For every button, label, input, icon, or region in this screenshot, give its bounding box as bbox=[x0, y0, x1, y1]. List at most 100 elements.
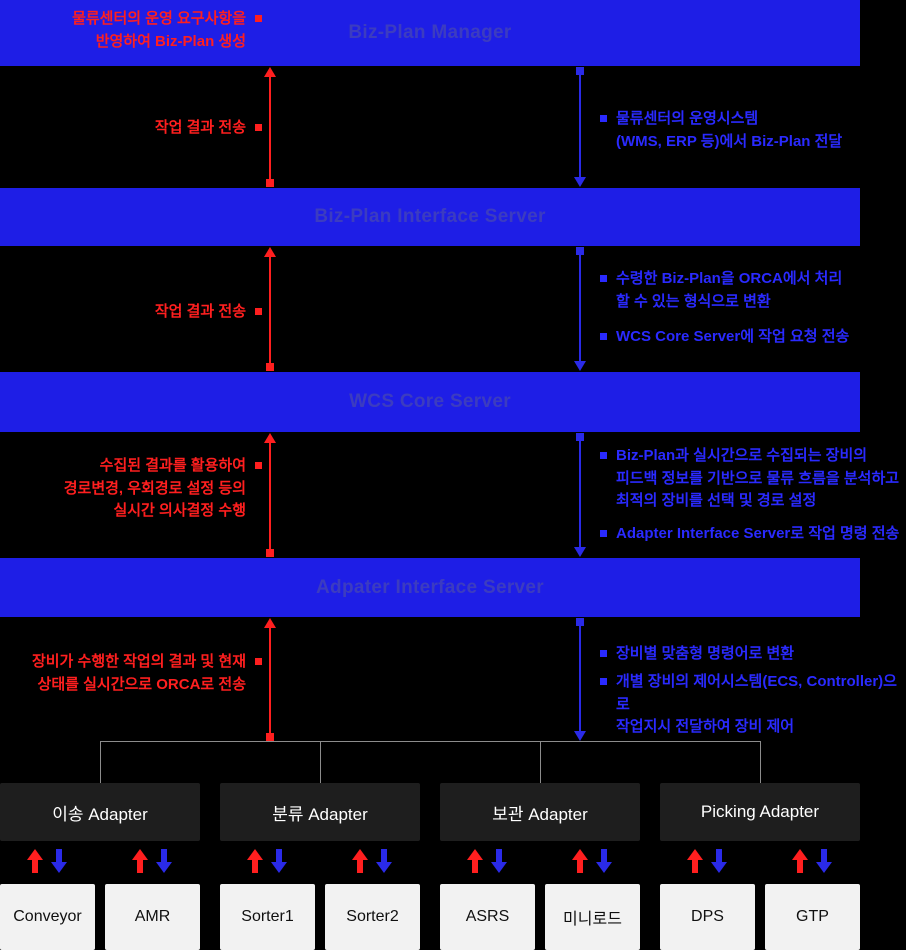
arrowhead-up-icon bbox=[247, 849, 263, 860]
arrowhead-down-icon bbox=[711, 862, 727, 873]
up-arrow-miniload bbox=[572, 849, 588, 873]
note-send-results-2: 작업 결과 전송 bbox=[155, 301, 262, 324]
arrow-shaft bbox=[269, 77, 271, 179]
arrow-tail-square bbox=[266, 179, 274, 187]
device-box-conveyor: Conveyor bbox=[0, 884, 95, 950]
note-realtime-decision: 수집된 결과를 활용하여 경로변경, 우회경로 설정 등의 실시간 의사결정 수… bbox=[64, 455, 262, 523]
device-box-amr: AMR bbox=[105, 884, 200, 950]
device-box-miniload: 미니로드 bbox=[545, 884, 640, 950]
bullet-icon bbox=[255, 308, 262, 315]
adapter-box-sorting: 분류 Adapter bbox=[220, 783, 420, 841]
arrowhead-up-icon bbox=[687, 849, 703, 860]
note-device-status: 장비가 수행한 작업의 결과 및 현재 상태를 실시간으로 ORCA로 전송 bbox=[32, 651, 262, 696]
arrowhead-up-icon bbox=[264, 618, 276, 628]
note-text: 장비별 맞춤형 명령어로 변환 bbox=[616, 645, 795, 662]
layer-bar-biz-plan-interface-server: Biz-Plan Interface Server bbox=[0, 188, 860, 246]
device-label: Conveyor bbox=[13, 908, 82, 925]
layer-title: Biz-Plan Interface Server bbox=[314, 206, 546, 227]
arrow-tail-square bbox=[576, 247, 584, 255]
device-label: 미니로드 bbox=[563, 911, 622, 928]
down-arrow-plan-1 bbox=[574, 67, 586, 187]
device-box-dps: DPS bbox=[660, 884, 755, 950]
arrow-shaft bbox=[269, 257, 271, 363]
arrow-tail-square bbox=[266, 733, 274, 741]
arrowhead-down-icon bbox=[491, 862, 507, 873]
note-text: 물류센터의 운영 요구사항을 반영하여 Biz-Plan 생성 bbox=[72, 10, 246, 50]
bullet-icon bbox=[255, 124, 262, 131]
connector-stub-picking bbox=[760, 741, 761, 783]
bullet-icon bbox=[600, 530, 607, 537]
adapter-label: 보관 Adapter bbox=[492, 804, 588, 824]
adapter-box-picking: Picking Adapter bbox=[660, 783, 860, 841]
layer-title: Adpater Interface Server bbox=[316, 576, 544, 598]
arrow-shaft bbox=[161, 849, 167, 862]
note-biz-plan-create: 물류센터의 운영 요구사항을 반영하여 Biz-Plan 생성 bbox=[72, 8, 262, 53]
arrow-shaft bbox=[797, 860, 803, 873]
down-arrow-command-3 bbox=[574, 433, 586, 557]
adapter-box-storage: 보관 Adapter bbox=[440, 783, 640, 841]
up-arrow-results-2 bbox=[264, 247, 276, 371]
arrowhead-up-icon bbox=[572, 849, 588, 860]
bullet-icon bbox=[600, 115, 607, 122]
arrowhead-up-icon bbox=[264, 247, 276, 257]
bullet-icon bbox=[600, 275, 607, 282]
down-arrow-sorter2 bbox=[376, 849, 392, 873]
connector-stub-transfer bbox=[100, 741, 101, 783]
up-arrow-asrs bbox=[467, 849, 483, 873]
down-arrow-sorter1 bbox=[271, 849, 287, 873]
arrowhead-down-icon bbox=[574, 547, 586, 557]
down-arrow-dps bbox=[711, 849, 727, 873]
note-send-work-request: WCS Core Server에 작업 요청 전송 bbox=[600, 326, 849, 349]
bullet-icon bbox=[255, 15, 262, 22]
adapter-label: Picking Adapter bbox=[700, 802, 820, 821]
connector-horizontal-line bbox=[100, 741, 760, 742]
arrow-shaft bbox=[601, 849, 607, 862]
arrowhead-up-icon bbox=[352, 849, 368, 860]
arrow-shaft bbox=[269, 443, 271, 549]
arrow-tail-square bbox=[576, 67, 584, 75]
note-text: 작업 결과 전송 bbox=[154, 303, 246, 320]
up-arrow-conveyor bbox=[27, 849, 43, 873]
arrow-shaft bbox=[32, 860, 38, 873]
down-arrow-miniload bbox=[596, 849, 612, 873]
bullet-icon bbox=[600, 333, 607, 340]
arrow-tail-square bbox=[266, 549, 274, 557]
arrowhead-down-icon bbox=[816, 862, 832, 873]
arrow-shaft bbox=[269, 628, 271, 733]
up-arrow-results-1 bbox=[264, 67, 276, 187]
arrow-tail-square bbox=[266, 363, 274, 371]
device-label: DPS bbox=[691, 908, 724, 925]
layer-bar-wcs-core-server: WCS Core Server bbox=[0, 372, 860, 432]
arrowhead-down-icon bbox=[574, 177, 586, 187]
arrow-shaft bbox=[716, 849, 722, 862]
bullet-icon bbox=[255, 462, 262, 469]
up-arrow-sorter1 bbox=[247, 849, 263, 873]
adapter-label: 분류 Adapter bbox=[272, 804, 368, 824]
arrow-shaft bbox=[577, 860, 583, 873]
down-arrow-asrs bbox=[491, 849, 507, 873]
arrowhead-down-icon bbox=[271, 862, 287, 873]
arrowhead-up-icon bbox=[27, 849, 43, 860]
down-arrow-gtp bbox=[816, 849, 832, 873]
up-arrow-results-3 bbox=[264, 433, 276, 557]
arrow-shaft bbox=[579, 441, 581, 547]
arrow-shaft bbox=[276, 849, 282, 862]
bullet-icon bbox=[600, 452, 607, 459]
device-box-asrs: ASRS bbox=[440, 884, 535, 950]
arrowhead-down-icon bbox=[574, 361, 586, 371]
arrowhead-down-icon bbox=[596, 862, 612, 873]
arrow-shaft bbox=[357, 860, 363, 873]
note-text: 물류센터의 운영시스템 (WMS, ERP 등)에서 Biz-Plan 전달 bbox=[616, 110, 843, 150]
device-label: AMR bbox=[134, 908, 171, 925]
up-arrow-amr bbox=[132, 849, 148, 873]
arrow-tail-square bbox=[576, 618, 584, 626]
up-arrow-gtp bbox=[792, 849, 808, 873]
arrow-shaft bbox=[692, 860, 698, 873]
note-text: 수집된 결과를 활용하여 경로변경, 우회경로 설정 등의 실시간 의사결정 수… bbox=[63, 457, 246, 519]
arrow-shaft bbox=[579, 255, 581, 361]
up-arrow-results-4 bbox=[264, 618, 276, 741]
note-custom-command: 장비별 맞춤형 명령어로 변환 bbox=[600, 643, 794, 666]
arrow-shaft bbox=[496, 849, 502, 862]
down-arrow-amr bbox=[156, 849, 172, 873]
